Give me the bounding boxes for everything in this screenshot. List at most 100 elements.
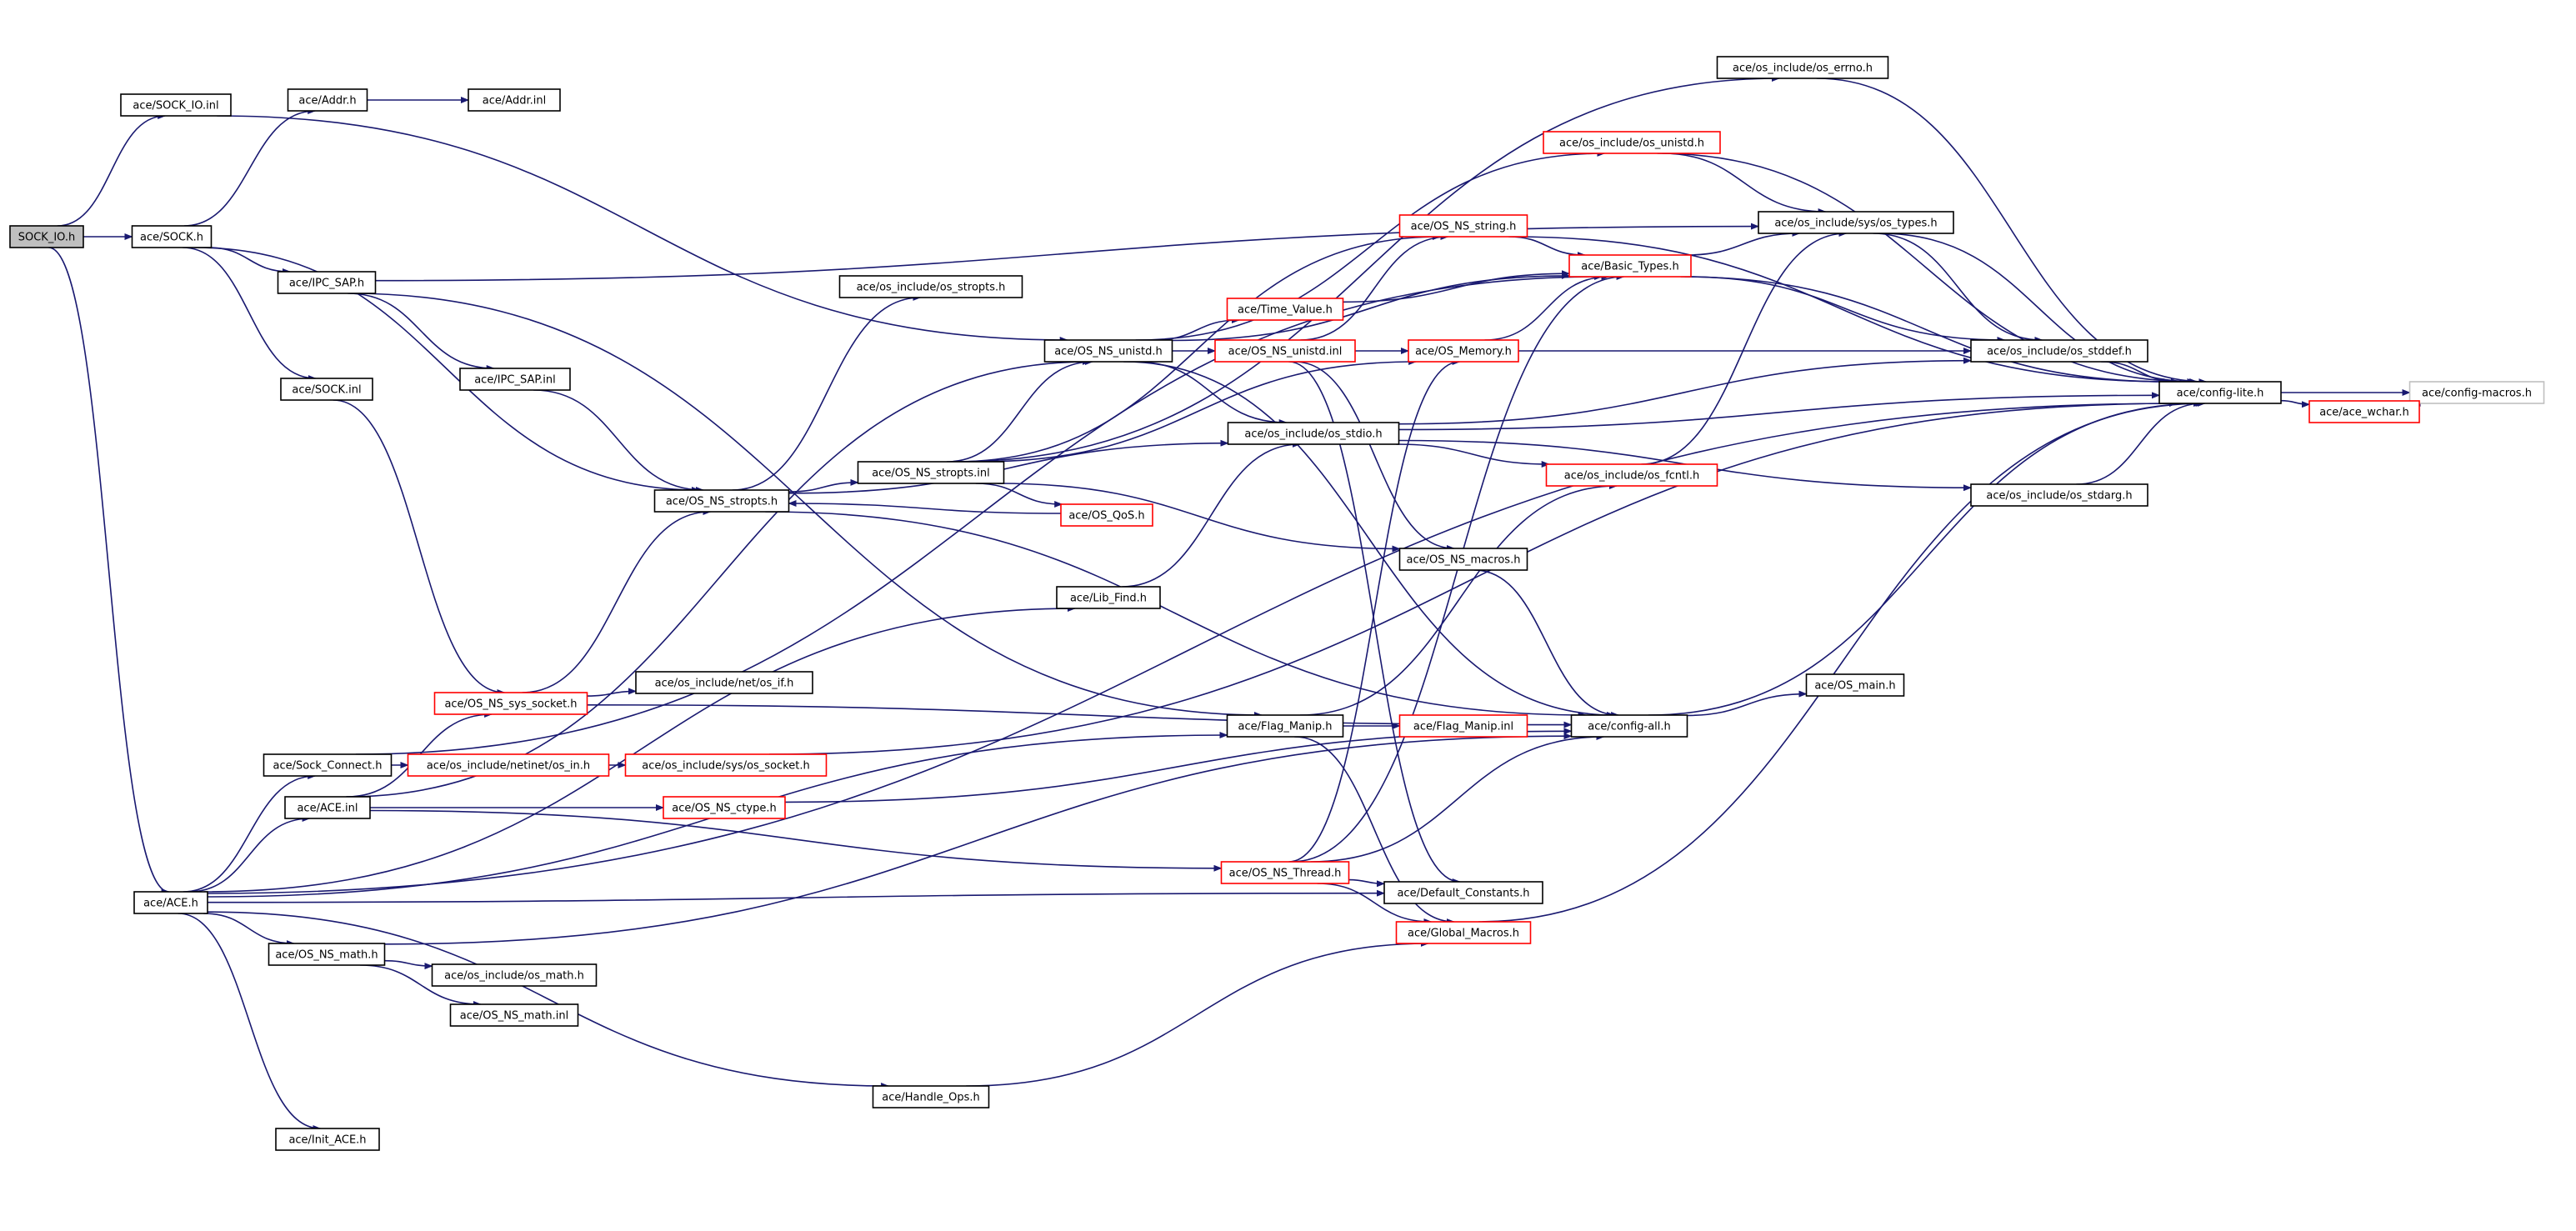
node-ace-wchar-h[interactable]: ace/ace_wchar.h	[2308, 400, 2420, 423]
node-config-lite-h[interactable]: ace/config-lite.h	[2158, 381, 2282, 404]
node-os-unistd-h[interactable]: ace/os_include/os_unistd.h	[1543, 131, 1721, 154]
node-box[interactable]	[1226, 298, 1344, 321]
node-flag-manip-inl[interactable]: ace/Flag_Manip.inl	[1398, 714, 1528, 738]
node-ace-inl[interactable]: ace/ACE.inl	[284, 796, 371, 819]
node-time-value-h[interactable]: ace/Time_Value.h	[1226, 298, 1344, 321]
node-addr-inl[interactable]: ace/Addr.inl	[468, 88, 561, 112]
node-box[interactable]	[263, 753, 393, 777]
node-box[interactable]	[1395, 921, 1532, 944]
node-box[interactable]	[1220, 861, 1350, 884]
node-sock-h[interactable]: ace/SOCK.h	[131, 225, 213, 248]
node-os-qos-h[interactable]: ace/OS_QoS.h	[1060, 503, 1153, 527]
node-box[interactable]	[1570, 714, 1688, 738]
node-box[interactable]	[635, 671, 813, 694]
node-ace-h[interactable]: ace/ACE.h	[133, 891, 208, 914]
node-box[interactable]	[1408, 339, 1519, 363]
node-sock-connect-h[interactable]: ace/Sock_Connect.h	[263, 753, 393, 777]
node-os-math-h[interactable]: ace/os_include/os_math.h	[431, 963, 598, 987]
node-box[interactable]	[1970, 483, 2148, 507]
node-box[interactable]	[431, 963, 598, 987]
node-box[interactable]	[653, 489, 790, 513]
node-osns-math-h[interactable]: ace/OS_NS_math.h	[268, 943, 386, 966]
node-box[interactable]	[284, 796, 371, 819]
node-osns-thread-h[interactable]: ace/OS_NS_Thread.h	[1220, 861, 1350, 884]
node-osns-math-inl[interactable]: ace/OS_NS_math.inl	[449, 1003, 579, 1027]
node-box[interactable]	[280, 378, 373, 401]
node-box[interactable]	[1545, 463, 1718, 487]
node-os-fcntl-h[interactable]: ace/os_include/os_fcntl.h	[1545, 463, 1718, 487]
node-global-macros-h[interactable]: ace/Global_Macros.h	[1395, 921, 1532, 944]
node-box[interactable]	[2408, 381, 2545, 404]
node-box[interactable]	[663, 796, 786, 819]
node-box[interactable]	[1227, 422, 1400, 445]
node-config-all-h[interactable]: ace/config-all.h	[1570, 714, 1688, 738]
node-box[interactable]	[468, 88, 561, 112]
node-box[interactable]	[872, 1085, 990, 1108]
node-box[interactable]	[407, 753, 610, 777]
node-box[interactable]	[1398, 714, 1528, 738]
node-box[interactable]	[1398, 214, 1528, 238]
node-os-stropts-h[interactable]: ace/os_include/os_stropts.h	[838, 275, 1023, 298]
node-box[interactable]	[120, 93, 232, 117]
node-box[interactable]	[2308, 400, 2420, 423]
node-box[interactable]	[131, 225, 213, 248]
node-os-stddef-h[interactable]: ace/os_include/os_stddef.h	[1970, 339, 2148, 363]
node-box[interactable]	[277, 271, 377, 294]
node-box[interactable]	[1970, 339, 2148, 363]
node-box[interactable]	[9, 225, 84, 248]
node-osns-unistd-inl[interactable]: ace/OS_NS_unistd.inl	[1214, 339, 1356, 363]
node-flag-manip-h[interactable]: ace/Flag_Manip.h	[1226, 714, 1344, 738]
node-osns-sys-socket-h[interactable]: ace/OS_NS_sys_socket.h	[433, 692, 588, 715]
node-box[interactable]	[857, 461, 1005, 484]
node-os-memory-h[interactable]: ace/OS_Memory.h	[1408, 339, 1519, 363]
node-os-stdarg-h[interactable]: ace/os_include/os_stdarg.h	[1970, 483, 2148, 507]
node-handle-ops-h[interactable]: ace/Handle_Ops.h	[872, 1085, 990, 1108]
node-box[interactable]	[624, 753, 828, 777]
node-os-main-h[interactable]: ace/OS_main.h	[1805, 673, 1905, 697]
node-box[interactable]	[1043, 339, 1173, 363]
node-osns-string-h[interactable]: ace/OS_NS_string.h	[1398, 214, 1528, 238]
node-config-macros-h[interactable]: ace/config-macros.h	[2408, 381, 2545, 404]
node-osns-stropts-inl[interactable]: ace/OS_NS_stropts.inl	[857, 461, 1005, 484]
node-box[interactable]	[1543, 131, 1721, 154]
node-box[interactable]	[1716, 56, 1889, 79]
node-ipcsap-h[interactable]: ace/IPC_SAP.h	[277, 271, 377, 294]
node-box[interactable]	[1398, 548, 1528, 571]
node-box[interactable]	[268, 943, 386, 966]
node-sys-types-h[interactable]: ace/os_include/sys/os_types.h	[1758, 211, 1954, 234]
node-box[interactable]	[1226, 714, 1344, 738]
node-sockio-inl[interactable]: ace/SOCK_IO.inl	[120, 93, 232, 117]
node-basic-types-h[interactable]: ace/Basic_Types.h	[1568, 254, 1692, 278]
node-box[interactable]	[459, 368, 571, 391]
node-default-constants-h[interactable]: ace/Default_Constants.h	[1383, 881, 1543, 904]
node-box[interactable]	[838, 275, 1023, 298]
node-box[interactable]	[1568, 254, 1692, 278]
node-box[interactable]	[1758, 211, 1954, 234]
node-os-stdio-h[interactable]: ace/os_include/os_stdio.h	[1227, 422, 1400, 445]
node-osns-ctype-h[interactable]: ace/OS_NS_ctype.h	[663, 796, 786, 819]
node-lib-find-h[interactable]: ace/Lib_Find.h	[1056, 586, 1161, 609]
node-box[interactable]	[1805, 673, 1905, 697]
node-root[interactable]: SOCK_IO.h	[9, 225, 84, 248]
node-sock-inl[interactable]: ace/SOCK.inl	[280, 378, 373, 401]
node-box[interactable]	[2158, 381, 2282, 404]
node-box[interactable]	[275, 1128, 380, 1151]
node-net-if-h[interactable]: ace/os_include/net/os_if.h	[635, 671, 813, 694]
node-init-ace-h[interactable]: ace/Init_ACE.h	[275, 1128, 380, 1151]
node-box[interactable]	[1214, 339, 1356, 363]
node-osns-macros-h[interactable]: ace/OS_NS_macros.h	[1398, 548, 1528, 571]
node-box[interactable]	[1060, 503, 1153, 527]
node-ipcsap-inl[interactable]: ace/IPC_SAP.inl	[459, 368, 571, 391]
node-osns-stropts-h[interactable]: ace/OS_NS_stropts.h	[653, 489, 790, 513]
node-box[interactable]	[133, 891, 208, 914]
node-box[interactable]	[433, 692, 588, 715]
node-os-errno-h[interactable]: ace/os_include/os_errno.h	[1716, 56, 1889, 79]
node-box[interactable]	[287, 88, 368, 112]
node-addr-h[interactable]: ace/Addr.h	[287, 88, 368, 112]
node-netinet-in-h[interactable]: ace/os_include/netinet/os_in.h	[407, 753, 610, 777]
node-box[interactable]	[1056, 586, 1161, 609]
node-box[interactable]	[449, 1003, 579, 1027]
node-osns-unistd-h[interactable]: ace/OS_NS_unistd.h	[1043, 339, 1173, 363]
node-sys-socket-h[interactable]: ace/os_include/sys/os_socket.h	[624, 753, 828, 777]
node-box[interactable]	[1383, 881, 1543, 904]
